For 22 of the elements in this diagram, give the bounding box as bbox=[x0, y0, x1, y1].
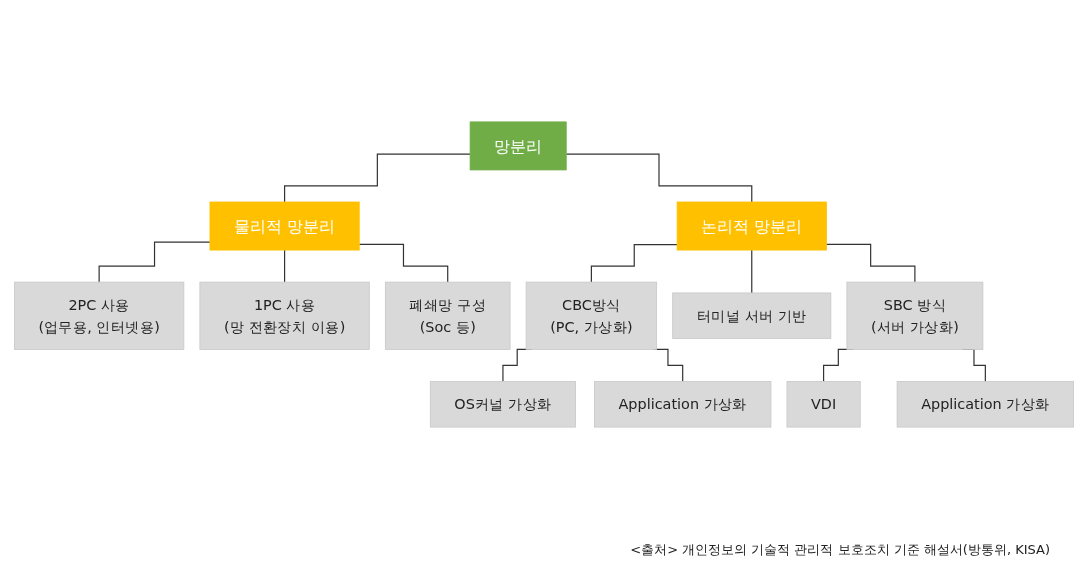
connector bbox=[284, 249, 286, 283]
node-box: SBC 방식 (서버 가상화) bbox=[846, 281, 984, 350]
node-box: OS커널 가상화 bbox=[429, 381, 576, 428]
node-box: 망분리 bbox=[469, 121, 567, 171]
node-box: 물리적 망분리 bbox=[209, 201, 360, 251]
node-box: 터미널 서버 기반 bbox=[672, 292, 832, 339]
connector bbox=[565, 153, 753, 203]
node-box: 폐쇄망 구성 (Soc 등) bbox=[384, 281, 511, 350]
connector bbox=[284, 153, 471, 203]
connector bbox=[751, 249, 753, 294]
source-caption: <출처> 개인정보의 기술적 관리적 보호조치 기준 해설서(방통위, KISA) bbox=[630, 541, 1050, 559]
node-box: 2PC 사용 (업무용, 인터넷용) bbox=[14, 281, 185, 350]
node-box: Application 가상화 bbox=[594, 381, 772, 428]
node-box: CBC방식 (PC, 가상화) bbox=[525, 281, 658, 350]
node-box: Application 가상화 bbox=[896, 381, 1074, 428]
node-box: 논리적 망분리 bbox=[676, 201, 827, 251]
connector bbox=[358, 243, 449, 283]
connector bbox=[825, 243, 916, 283]
connector bbox=[98, 241, 211, 283]
node-box: 1PC 사용 (망 전환장치 이용) bbox=[199, 281, 370, 350]
node-box: VDI bbox=[786, 381, 861, 428]
connector bbox=[590, 244, 678, 283]
